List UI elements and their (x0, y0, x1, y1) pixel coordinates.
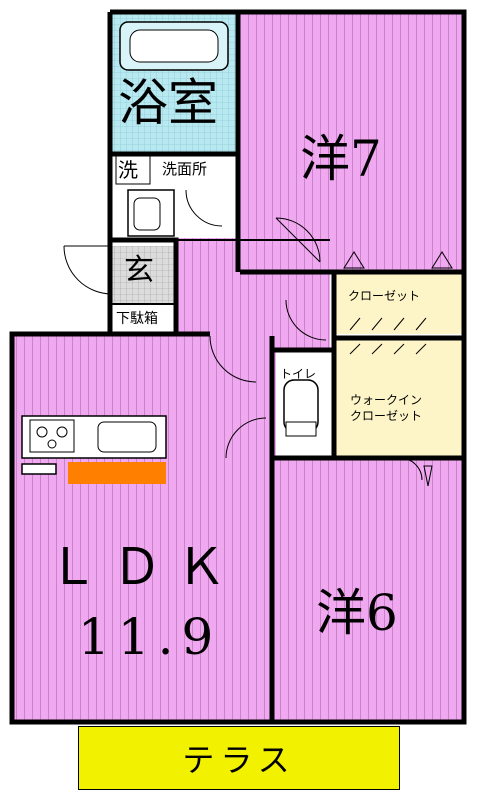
western-6-label: 洋6 (316, 584, 398, 642)
kitchen-sink (97, 421, 157, 453)
entrance-label: 玄 (124, 253, 154, 288)
ldk-size: 11.9 (78, 608, 222, 666)
counter-accent (68, 462, 166, 484)
washroom-mark: 洗 (118, 158, 138, 182)
ldk-label: ＬＤＫ (48, 538, 240, 596)
toilet-label: トイレ (280, 367, 317, 381)
walkin-closet-label-2: クローゼット (350, 409, 423, 423)
shoe-box-area (112, 304, 174, 332)
entrance-area (112, 246, 174, 304)
walkin-closet-area (336, 340, 462, 458)
shoe-box-label: 下駄箱 (116, 311, 158, 327)
stove (29, 419, 75, 453)
walkin-closet-label-1: ウォークイン (350, 393, 423, 407)
closet-label: クローゼット (348, 289, 421, 303)
western-7-label: 洋7 (300, 130, 382, 188)
western-7-room (240, 14, 462, 272)
ldk-room (14, 336, 272, 720)
terrace: テラス (78, 726, 400, 790)
washroom-mark-box (115, 155, 151, 185)
bath-label: 浴室 (118, 74, 218, 132)
western-6-room (272, 458, 462, 720)
washroom-label: 洗面所 (162, 160, 208, 178)
